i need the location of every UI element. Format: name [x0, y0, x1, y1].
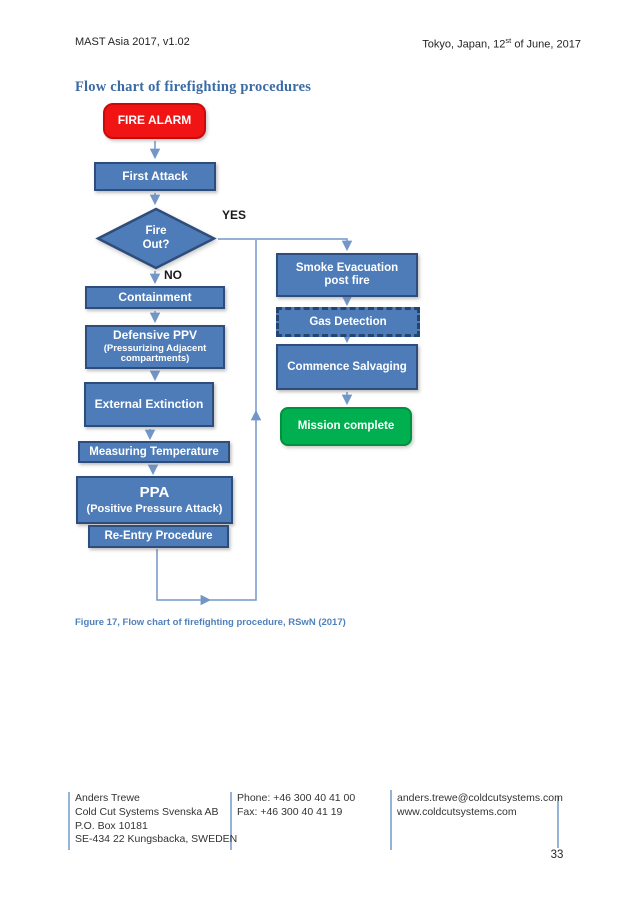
node-smoke-evacuation: Smoke Evacuation post fire [276, 253, 418, 297]
page-number: 33 [550, 849, 564, 861]
node-commence-salvaging: Commence Salvaging [276, 344, 418, 390]
footer-phone: Phone: +46 300 40 41 00 [237, 792, 356, 804]
footer-fax: Fax: +46 300 40 41 19 [237, 805, 343, 818]
node-fire-alarm: FIRE ALARM [103, 103, 206, 139]
node-gas-detection: Gas Detection [276, 307, 420, 337]
header-left: MAST Asia 2017, v1.02 [75, 36, 190, 48]
header-date-ordinal: st [505, 36, 512, 45]
branch-label-no: NO [164, 268, 182, 282]
section-title: Flow chart of firefighting procedures [75, 79, 312, 95]
footer-divider [390, 790, 392, 850]
header-date-pre: Tokyo, Japan, 12 [422, 38, 506, 51]
node-ppa-title: PPA [139, 483, 170, 501]
node-first-attack: First Attack [94, 162, 216, 191]
node-re-entry-procedure: Re-Entry Procedure [88, 525, 229, 548]
branch-label-yes: YES [222, 208, 247, 222]
node-measuring-temperature: Measuring Temperature [78, 441, 230, 463]
footer-address-column: Anders Trewe Cold Cut Systems Svenska AB… [75, 792, 237, 847]
footer-city: SE-434 22 Kungsbacka, SWEDEN [75, 833, 238, 846]
node-defensive-ppv-subtitle: (Pressurizing Adjacent compartments) [103, 342, 207, 365]
node-containment: Containment [85, 286, 225, 309]
footer-divider [230, 792, 232, 850]
footer-divider [68, 792, 70, 850]
footer-website: www.coldcutsystems.com [397, 805, 517, 818]
decision-label: Fire Out? [142, 225, 170, 251]
node-defensive-ppv-title: Defensive PPV [112, 328, 198, 343]
footer-divider [557, 796, 559, 848]
figure-caption: Figure 17, Flow chart of firefighting pr… [75, 617, 346, 628]
node-fire-out-decision: Fire Out? [95, 207, 217, 270]
footer-email: anders.trewe@coldcutsystems.com [397, 792, 563, 804]
footer-name: Anders Trewe [75, 792, 140, 804]
footer-web-column: anders.trewe@coldcutsystems.com www.cold… [397, 792, 563, 820]
node-ppa: PPA (Positive Pressure Attack) [76, 476, 233, 524]
footer-pobox: P.O. Box 10181 [75, 819, 148, 832]
footer-phone-column: Phone: +46 300 40 41 00 Fax: +46 300 40 … [237, 792, 355, 820]
header-date-post: of June, 2017 [511, 38, 581, 51]
node-mission-complete: Mission complete [280, 407, 412, 446]
node-defensive-ppv: Defensive PPV (Pressurizing Adjacent com… [85, 325, 225, 369]
node-external-extinction: External Extinction [84, 382, 214, 427]
footer-company: Cold Cut Systems Svenska AB [75, 805, 219, 818]
header-right: Tokyo, Japan, 12st of June, 2017 [422, 36, 581, 51]
node-ppa-subtitle: (Positive Pressure Attack) [86, 502, 223, 515]
decision-diamond-shape [95, 207, 217, 270]
